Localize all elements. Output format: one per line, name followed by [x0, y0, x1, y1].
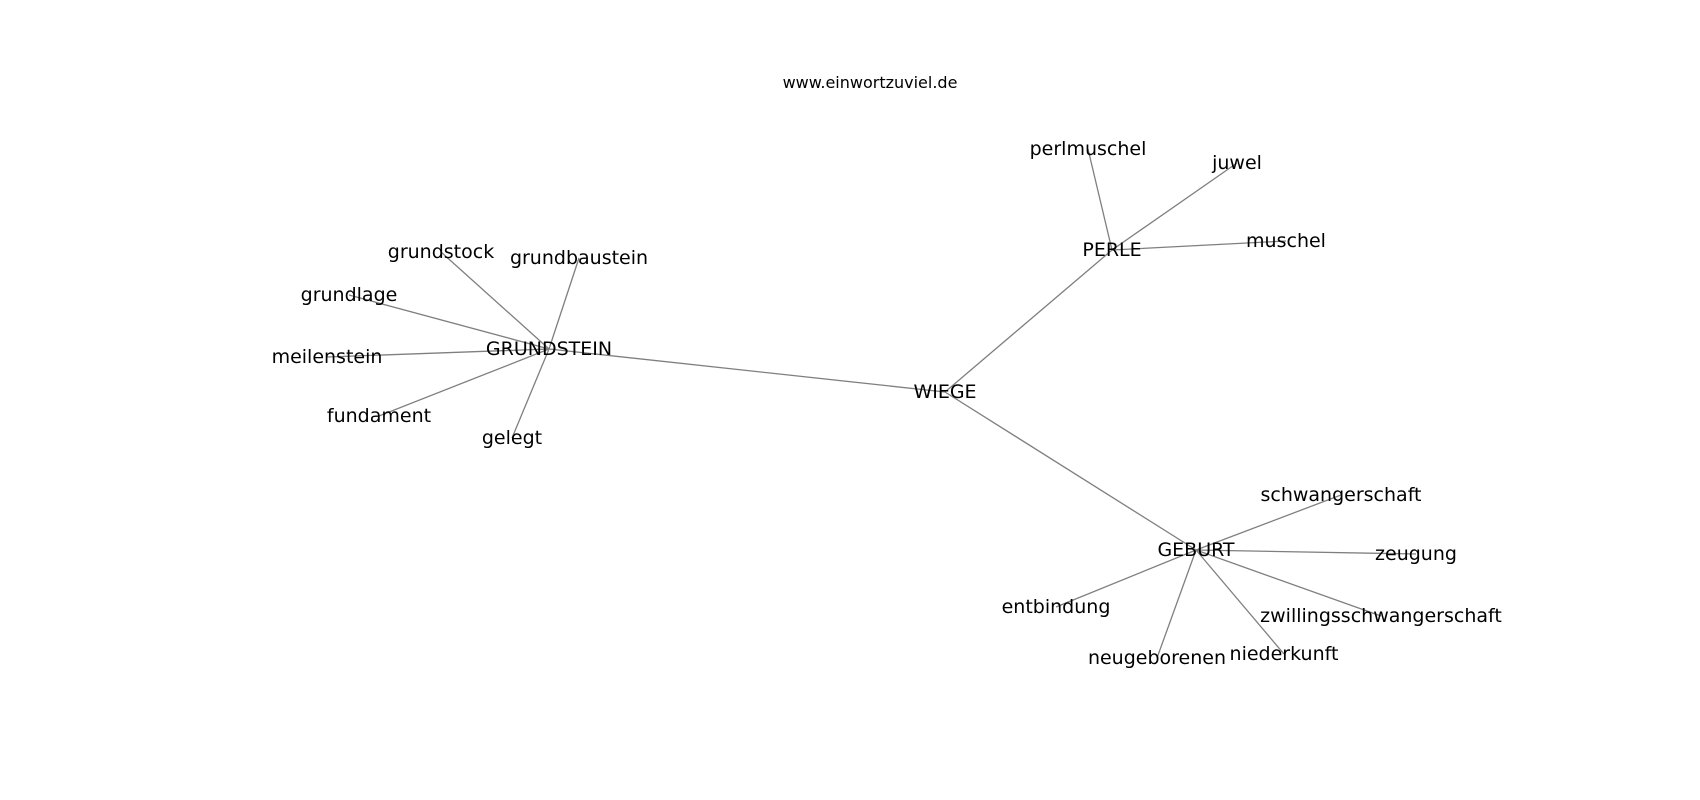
edge-geburt-entbindung	[1055, 549, 1197, 608]
node-grundstock: grundstock	[388, 241, 494, 263]
edge-wiege-perle	[944, 249, 1113, 393]
edge-grundstein-gelegt	[511, 348, 550, 439]
edge-grundstein-grundstock	[440, 251, 550, 350]
edge-perle-muschel	[1111, 240, 1287, 251]
node-juwel: juwel	[1211, 152, 1262, 174]
node-zeugung: zeugung	[1375, 543, 1457, 565]
edge-geburt-neugeborenen	[1156, 549, 1197, 659]
node-gelegt: gelegt	[482, 427, 542, 449]
watermark-text: www.einwortzuviel.de	[783, 73, 958, 92]
node-schwangerschaft: schwangerschaft	[1260, 484, 1421, 506]
edge-geburt-zwillingsschwangerschaft	[1195, 549, 1382, 617]
edge-wiege-grundstein	[548, 348, 946, 393]
node-fundament: fundament	[327, 405, 431, 427]
node-grundbaustein: grundbaustein	[510, 247, 648, 269]
edge-geburt-zeugung	[1195, 549, 1417, 555]
edge-geburt-schwangerschaft	[1195, 494, 1342, 551]
node-neugeborenen: neugeborenen	[1088, 647, 1226, 669]
node-perle: PERLE	[1082, 239, 1141, 261]
edge-geburt-niederkunft	[1195, 549, 1285, 655]
node-muschel: muschel	[1246, 230, 1326, 252]
node-perlmuschel: perlmuschel	[1030, 138, 1147, 160]
node-wiege: WIEGE	[913, 381, 976, 403]
node-grundlage: grundlage	[301, 284, 398, 306]
edge-grundstein-meilenstein	[326, 348, 550, 358]
edge-grundstein-grundbaustein	[548, 257, 580, 350]
node-zwillingsschwangerschaft: zwillingsschwangerschaft	[1260, 605, 1502, 627]
edge-perle-perlmuschel	[1087, 148, 1113, 251]
node-meilenstein: meilenstein	[272, 346, 383, 368]
node-layer: WIEGE GRUNDSTEIN PERLE GEBURT grundstock grun…	[272, 138, 1502, 669]
edge-grundstein-fundament	[378, 348, 550, 417]
edge-layer	[326, 148, 1417, 659]
node-entbindung: entbindung	[1002, 596, 1111, 618]
edge-grundstein-grundlage	[348, 294, 550, 350]
edge-perle-juwel	[1111, 162, 1238, 251]
node-geburt: GEBURT	[1157, 539, 1234, 561]
node-niederkunft: niederkunft	[1230, 643, 1339, 665]
node-grundstein: GRUNDSTEIN	[486, 338, 612, 360]
edge-wiege-geburt	[944, 391, 1197, 551]
